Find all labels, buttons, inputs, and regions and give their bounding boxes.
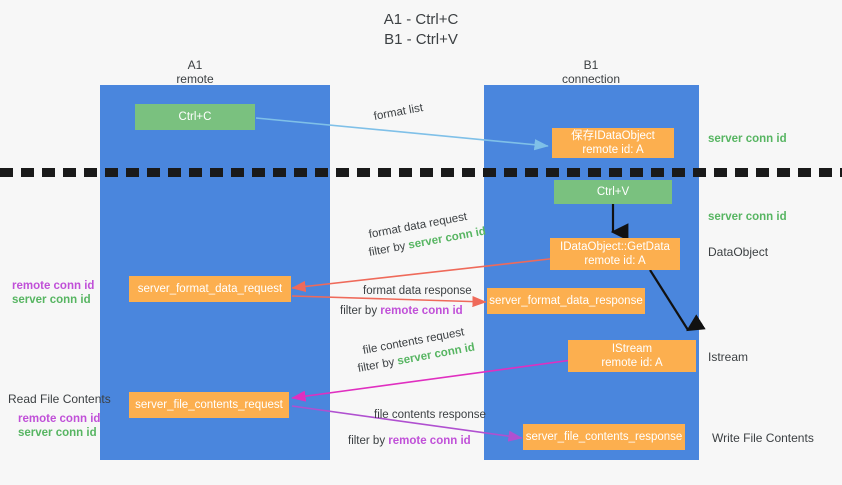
left-label-server-conn-id-lower: server conn id: [18, 427, 97, 439]
node-server-format-data-request[interactable]: server_format_data_request: [129, 276, 291, 302]
node-idataobject-getdata-line1: IDataObject::GetData: [560, 241, 670, 253]
right-label-write-file-contents: Write File Contents: [712, 431, 814, 445]
node-ctrl-c[interactable]: Ctrl+C: [135, 104, 255, 130]
edge-label-format-data-response: format data response: [363, 285, 472, 297]
edge-label-format-list: format list: [372, 102, 425, 123]
right-label-server-conn-id-mid: server conn id: [708, 211, 787, 223]
node-ctrl-v[interactable]: Ctrl+V: [554, 180, 672, 204]
node-server-format-data-response[interactable]: server_format_data_response: [487, 288, 645, 314]
right-label-server-conn-id-top: server conn id: [708, 133, 787, 145]
column-a1-name: A1: [187, 58, 203, 72]
filter-by-text-4: filter by: [348, 435, 389, 447]
node-server-file-contents-request[interactable]: server_file_contents_request: [129, 392, 289, 418]
phase-divider: [0, 168, 842, 177]
column-header-a1: A1 remote: [140, 58, 250, 86]
node-istream-line2: remote id: A: [601, 357, 663, 369]
node-save-idataobject-line1: 保存IDataObject: [571, 130, 655, 142]
right-label-dataobject: DataObject: [708, 245, 769, 259]
filter-by-text-2: filter by: [340, 305, 381, 317]
node-server-file-contents-response-label: server_file_contents_response: [525, 431, 683, 443]
edge-filter-file-contents-response: filter by remote conn id: [348, 434, 471, 449]
node-save-idataobject-line2: remote id: A: [582, 144, 644, 156]
node-idataobject-getdata[interactable]: IDataObject::GetData remote id: A: [550, 238, 680, 270]
node-server-file-contents-request-label: server_file_contents_request: [135, 399, 283, 411]
title-line-1: A1 - Ctrl+C: [383, 11, 459, 28]
node-istream-line1: IStream: [611, 343, 653, 355]
node-ctrl-v-label: Ctrl+V: [596, 186, 630, 198]
node-idataobject-getdata-line2: remote id: A: [584, 255, 646, 267]
node-server-format-data-request-label: server_format_data_request: [137, 283, 283, 295]
column-header-b1: B1 connection: [536, 58, 646, 86]
diagram-title: A1 - Ctrl+C B1 - Ctrl+V: [0, 10, 842, 50]
node-istream[interactable]: IStream remote id: A: [568, 340, 696, 372]
node-server-file-contents-response[interactable]: server_file_contents_response: [523, 424, 685, 450]
edge-label-file-contents-response: file contents response: [374, 409, 486, 421]
node-ctrl-c-label: Ctrl+C: [178, 111, 212, 123]
column-b1-name: B1: [583, 58, 599, 72]
left-label-remote-conn-id-upper: remote conn id: [12, 280, 95, 292]
column-a1-sub: remote: [176, 72, 214, 86]
node-save-idataobject[interactable]: 保存IDataObject remote id: A: [552, 128, 674, 158]
edge-filter-format-data-response: filter by remote conn id: [340, 304, 463, 319]
title-line-2: B1 - Ctrl+V: [384, 31, 458, 48]
remote-conn-id-text-1: remote conn id: [380, 305, 463, 317]
right-label-istream: Istream: [708, 350, 749, 364]
column-b1-sub: connection: [561, 72, 621, 86]
left-label-remote-conn-id-lower: remote conn id: [18, 413, 101, 425]
left-label-server-conn-id-upper: server conn id: [12, 294, 91, 306]
remote-conn-id-text-2: remote conn id: [388, 435, 471, 447]
filter-by-text-1: filter by: [367, 239, 410, 259]
left-label-read-file-contents: Read File Contents: [8, 392, 111, 406]
filter-by-text-3: filter by: [356, 355, 399, 375]
node-server-format-data-response-label: server_format_data_response: [489, 295, 643, 307]
